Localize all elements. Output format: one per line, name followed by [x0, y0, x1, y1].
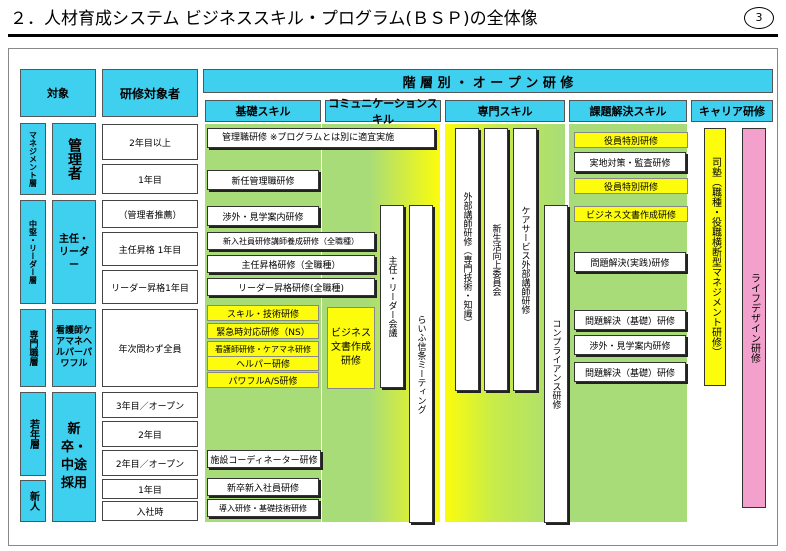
column-basic-skill: 基礎スキル: [205, 100, 321, 122]
program-life-design: ライフデザイン研修: [742, 128, 766, 508]
program-new-hire-instructor: 新入社員研修講師養成研修（全職種）: [207, 232, 375, 250]
program-manager-training: 管理職研修 ※プログラムとは別に適宜実施: [207, 128, 435, 148]
program-skill-technique: スキル・技術研修: [207, 305, 319, 321]
program-nurse-caremanager: 看護師研修・ケアマネ研修: [207, 341, 319, 357]
program-business-doc-2: ビジネス文書作成研修: [574, 206, 688, 222]
column-problem-solving-skill: 課題解決スキル: [569, 100, 687, 122]
target-manager-recommend: （管理者推薦）: [102, 200, 198, 228]
program-helper: ヘルパー研修: [207, 356, 319, 371]
target-leader-1st-year: リーダー昇格1年目: [102, 270, 198, 304]
program-facility-coordinator: 施設コーディネーター研修: [207, 450, 321, 468]
program-problem-basic-2: 問題解決（基礎）研修: [574, 362, 686, 382]
program-new-manager: 新任管理職研修: [207, 170, 319, 190]
program-tsukasa-juku: 司塾（職種・役職横断型マネジメント研修）: [704, 128, 726, 386]
target-3rd-year-open: 3年目／オープン: [102, 392, 198, 418]
program-powerful-as: パワフルA/S研修: [207, 372, 319, 388]
target-2nd-year: 2年目: [102, 421, 198, 447]
target-1st-year: 1年目: [102, 164, 198, 194]
program-executive-special-1: 役員特別研修: [574, 132, 688, 148]
program-emergency-ns: 緊急時対応研修（NS）: [207, 323, 319, 339]
target-header: 対象: [20, 69, 96, 117]
group-manager: 管理者: [52, 123, 96, 195]
target-1st-year-b: 1年目: [102, 479, 198, 499]
program-intro-basic-tech: 導入研修・基礎技術研修: [207, 499, 319, 517]
title-rule: [8, 34, 778, 37]
target-all-staff: 年次問わず全員: [102, 309, 198, 387]
program-problem-basic-1: 問題解決（基礎）研修: [574, 310, 686, 330]
category-management: マネジメント層: [20, 123, 46, 195]
program-chief-promotion: 主任昇格研修（全職種）: [207, 255, 375, 273]
program-life-committee: 新生活向上委員会: [484, 128, 508, 391]
target-2nd-year-open: 2年目／オープン: [102, 450, 198, 476]
banner-tiered-open: 階 層 別 ・ オ ー プ ン 研 修: [203, 69, 773, 93]
category-middle-leader: 中堅・リーダー層: [20, 200, 46, 304]
category-new-hire: 新人: [20, 480, 46, 522]
column-specialist-skill: 専門スキル: [445, 100, 565, 122]
target-group-header: 研修対象者: [102, 69, 198, 117]
category-young: 若年層: [20, 392, 46, 476]
program-compliance: コンプライアンス研修: [544, 205, 568, 523]
program-field-audit: 実地対策・監査研修: [574, 152, 686, 172]
program-external-tour: 渉外・見学案内研修: [207, 206, 319, 226]
column-career-training: キャリア研修: [691, 100, 773, 122]
column-communication-skill: コミュニケーションスキル: [325, 97, 441, 126]
target-join: 入社時: [102, 501, 198, 521]
group-new-mid-career: 新卒・中途採用: [52, 392, 96, 522]
program-external-instructor: 外部講師研修（専門技術・知識）: [455, 128, 479, 391]
category-specialist: 専門職層: [20, 309, 46, 387]
target-2nd-year-plus: 2年目以上: [102, 124, 198, 160]
group-chief-leader: 主任・リーダー: [52, 200, 96, 304]
group-specialist: 看護師ケアマネヘルパーパワフル: [52, 309, 96, 387]
program-new-graduate: 新卒新入社員研修: [207, 478, 319, 496]
page-number: 3: [744, 7, 774, 29]
program-executive-special-2: 役員特別研修: [574, 178, 688, 194]
page-title: ２．人材育成システム ビジネススキル・プログラム(ＢＳＰ)の全体像: [10, 9, 538, 29]
program-care-service: ケアサービス外部講師研修: [513, 128, 537, 391]
program-chief-leader-meeting: 主任・リーダー会議: [380, 205, 404, 388]
target-chief-1st-year: 主任昇格 1年目: [102, 232, 198, 266]
program-leader-promotion: リーダー昇格研修(全職種): [207, 278, 375, 296]
program-problem-practice: 問題解決(実践)研修: [574, 252, 686, 272]
program-external-tour-2: 渉外・見学案内研修: [574, 335, 686, 355]
program-raishin-meeting: らいふ信条ミーティング: [409, 205, 433, 523]
program-business-doc: ビジネス文書作成研修: [327, 307, 375, 389]
